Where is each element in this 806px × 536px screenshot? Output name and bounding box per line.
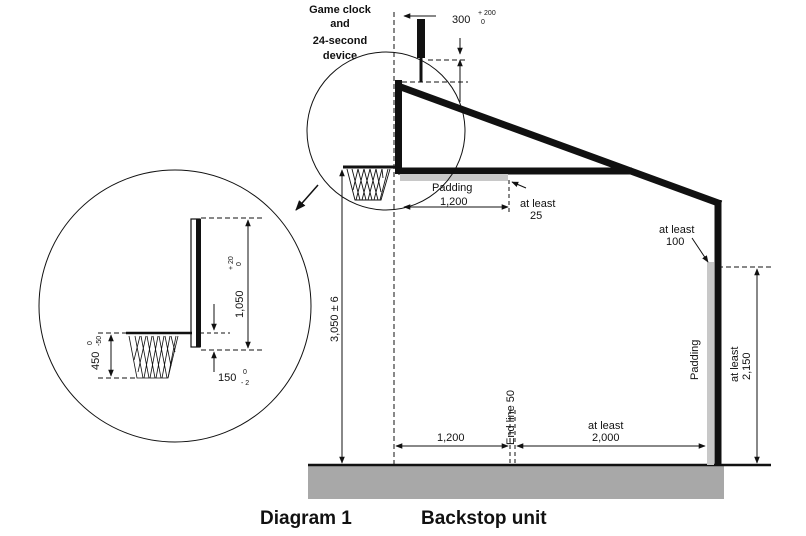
svg-text:2,150: 2,150 [741,352,753,380]
svg-text:1,050: 1,050 [234,290,246,318]
svg-text:24-second: 24-second [313,35,367,47]
end-line-label: End line 50 [505,390,517,445]
at-least-2150-label: at least 2,150 [729,347,753,382]
dim-1200-floor: 1,200 [437,432,465,444]
svg-text:150: 150 [218,372,236,384]
svg-text:and: and [330,18,350,30]
rim-height-label: 3,050 ± 6 [329,296,341,342]
svg-text:+ 200: + 200 [478,10,496,17]
zoom-arrow [295,184,319,211]
focus-circle [306,51,466,211]
at-least-2000-label: at least 2,000 [588,420,623,444]
svg-text:0: 0 [243,369,247,376]
padding-side-label: Padding [689,340,701,380]
svg-text:300: 300 [452,14,470,26]
padding-top-label: Padding [432,182,472,194]
svg-text:at least: at least [659,224,694,236]
svg-text:at least: at least [729,347,741,382]
svg-text:0: 0 [481,19,485,26]
game-clock-device [417,19,425,58]
clock-offset-label: 300 + 200 0 [452,10,496,26]
svg-text:2,000: 2,000 [592,432,620,444]
at-least-100-label: at least 100 [659,224,694,248]
svg-text:+ 20: + 20 [228,256,235,270]
detail-net [128,335,179,379]
detail-backboard [190,218,201,348]
dim-1200-top: 1,200 [440,196,468,208]
net [346,168,391,201]
backboard [395,80,402,174]
svg-text:- 2: - 2 [241,380,249,387]
diagram-caption: Diagram 1 [260,508,352,529]
game-clock-label: Game clock and 24-second device [309,4,372,62]
svg-text:100: 100 [666,236,684,248]
svg-text:0: 0 [236,262,243,266]
rim-gap-label: 150 0 - 2 [218,369,249,387]
backstop-title: Backstop unit [421,508,547,529]
svg-text:0: 0 [87,341,94,345]
svg-text:at least: at least [588,420,623,432]
svg-text:device: device [323,50,357,62]
floor [308,465,724,499]
detail-circle [38,169,312,443]
svg-text:Game clock: Game clock [309,4,372,16]
backstop-structure [396,82,723,465]
at-least-25-label: at least 25 [520,198,555,222]
padding-side-strip [707,262,714,465]
padding-bottom-strip [400,174,508,181]
svg-text:25: 25 [530,210,542,222]
net-length-label: 450 0 -50 [87,336,103,370]
svg-text:at least: at least [520,198,555,210]
board-height-label: 1,050 + 20 0 [228,256,246,318]
svg-text:-50: -50 [96,336,103,346]
svg-text:450: 450 [90,352,102,370]
